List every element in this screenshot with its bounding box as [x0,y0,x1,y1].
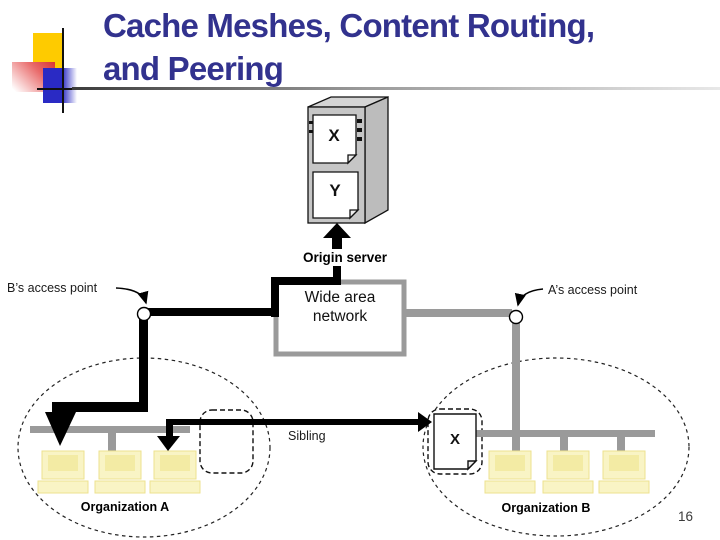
wan-label: Wide area network [278,288,402,326]
gray-lan-org-a [30,426,190,451]
a-access-callout-arrow [514,288,544,307]
origin-server-label: Origin server [302,250,388,265]
sibling-cache-x-label: X [449,431,460,448]
slide-title-line1: Cache Meshes, Content Routing, [103,7,595,44]
document-x [309,114,362,165]
sibling-cache-slot-box [199,409,254,474]
computer [598,450,650,494]
wide-area-network-box [273,279,407,357]
document-x-label: X [328,126,340,145]
document-y-label: Y [329,181,341,200]
slide-title-line2: and Peering [103,50,284,87]
title-underline [72,87,720,90]
slide-title: Cache Meshes, Content Routing, and Peeri… [103,4,713,90]
a-access-point-label: A’s access point [548,283,638,297]
origin-server-box [307,96,389,225]
decor-horizontal-line [37,88,84,90]
organization-b-label: Organization B [501,501,591,515]
computer [542,450,594,494]
a-access-point-node [508,309,524,325]
organization-a-label: Organization A [80,500,170,514]
b-access-callout-arrow [115,287,149,305]
decor-vertical-line [62,28,64,113]
page-number: 16 [678,509,694,524]
sibling-arrow [157,412,432,451]
computer [149,450,201,494]
sibling-cache-document [433,413,478,471]
document-y [312,171,360,220]
b-access-point-node [136,306,152,322]
wan-label-line2: network [312,308,368,325]
computer [484,450,536,494]
sibling-label: Sibling [288,429,326,443]
organization-b-boundary [422,357,690,537]
computer [94,450,146,494]
organization-a-boundary [17,357,271,538]
b-access-point-label: B’s access point [7,281,98,295]
wan-label-line1: Wide area [304,289,376,306]
computer [37,450,89,494]
client-computers [37,450,650,494]
origin-server-link [323,223,351,280]
gray-links-org-b [404,309,655,452]
black-route-org-a [45,277,341,446]
decor-blue-square [43,68,77,103]
